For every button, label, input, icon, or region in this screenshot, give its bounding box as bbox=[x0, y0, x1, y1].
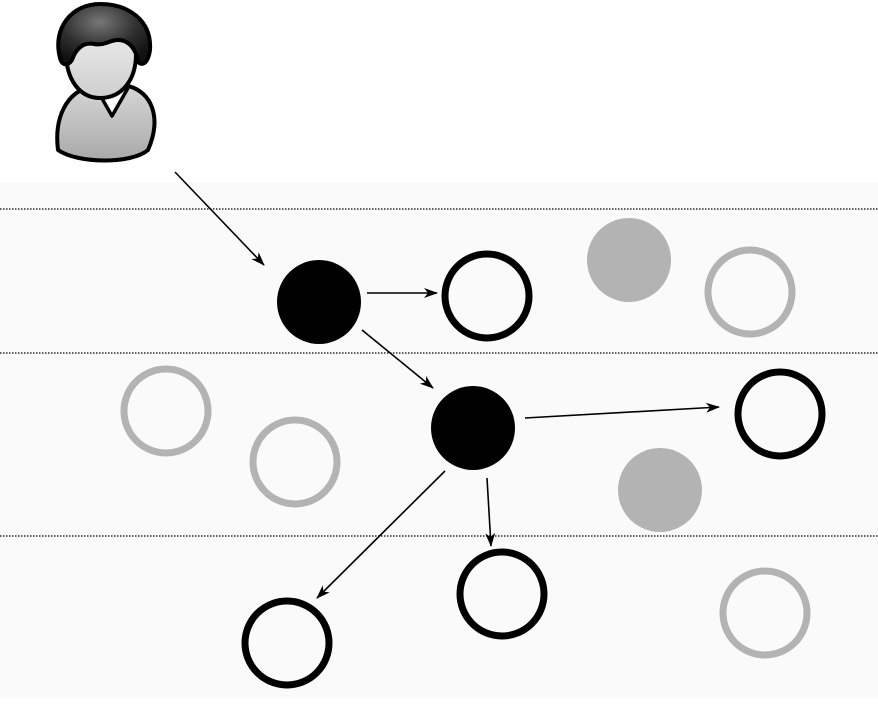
node-n5-inactive bbox=[120, 365, 212, 457]
node-n8-frontier bbox=[734, 368, 826, 460]
edge-n1-to-n7 bbox=[361, 329, 434, 389]
node-n2-frontier bbox=[441, 250, 533, 342]
edge-n7-to-n11 bbox=[485, 477, 496, 547]
user-avatar-icon bbox=[55, 2, 157, 163]
edges bbox=[174, 171, 720, 599]
node-n6-inactive bbox=[249, 416, 341, 508]
layer-band-3 bbox=[0, 536, 878, 698]
layer-dividers bbox=[0, 208, 878, 537]
edge-user-to-n1 bbox=[174, 171, 265, 266]
user-hair bbox=[56, 2, 153, 67]
node-n1-visited bbox=[277, 260, 361, 344]
edge-n7-to-n10 bbox=[316, 470, 446, 599]
user-body bbox=[55, 84, 157, 163]
nodes bbox=[120, 218, 826, 689]
node-n7-visited bbox=[431, 386, 515, 470]
node-n3-inactive-filled bbox=[587, 218, 671, 302]
node-n9-inactive-filled bbox=[618, 448, 702, 532]
node-n10-frontier bbox=[241, 597, 333, 689]
node-n11-frontier bbox=[456, 548, 548, 640]
node-n4-inactive bbox=[704, 246, 796, 338]
layer-band-1 bbox=[0, 183, 878, 353]
edge-n7-to-n8 bbox=[524, 402, 720, 419]
node-n12-inactive bbox=[719, 567, 811, 659]
